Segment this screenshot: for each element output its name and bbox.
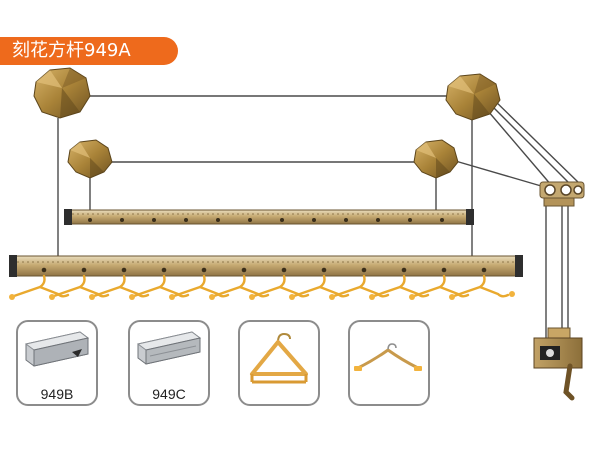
hanger — [289, 274, 350, 300]
hanger — [9, 274, 70, 300]
profile-949b-icon — [24, 331, 90, 367]
ceiling-mount-left-lower — [67, 139, 113, 179]
hanger — [49, 274, 110, 300]
variant-949c-card[interactable]: 949C — [128, 320, 210, 406]
ceiling-mount-right-top — [445, 73, 501, 121]
hanger — [409, 274, 470, 300]
wire-hanger-icon — [354, 343, 422, 371]
upper-hanging-rod — [64, 209, 474, 225]
hand-winch[interactable] — [533, 327, 583, 401]
lower-hanging-rod — [9, 255, 523, 277]
pulley-block — [539, 181, 585, 207]
hanger — [209, 274, 270, 300]
hanger — [129, 274, 190, 300]
hanger — [369, 274, 430, 300]
hanger — [249, 274, 310, 300]
profile-949c-icon — [136, 331, 202, 365]
ceiling-mount-left-top — [33, 67, 91, 119]
hanger — [329, 274, 390, 300]
wooden-hanger-card[interactable] — [238, 320, 320, 406]
hanger — [89, 274, 150, 300]
ceiling-mount-right-lower — [413, 139, 459, 179]
product-title-tag: 刻花方杆949A — [0, 37, 178, 65]
product-title: 刻花方杆949A — [12, 40, 131, 61]
wooden-hanger-icon — [250, 332, 308, 384]
wire-hanger-card[interactable] — [348, 320, 430, 406]
variant-949b-card[interactable]: 949B — [16, 320, 98, 406]
hanger — [169, 274, 230, 300]
hanger — [449, 274, 510, 300]
hanger-row — [9, 274, 515, 300]
variant-949c-label: 949C — [152, 386, 186, 402]
cables — [57, 95, 581, 340]
variant-949b-label: 949B — [40, 386, 74, 402]
